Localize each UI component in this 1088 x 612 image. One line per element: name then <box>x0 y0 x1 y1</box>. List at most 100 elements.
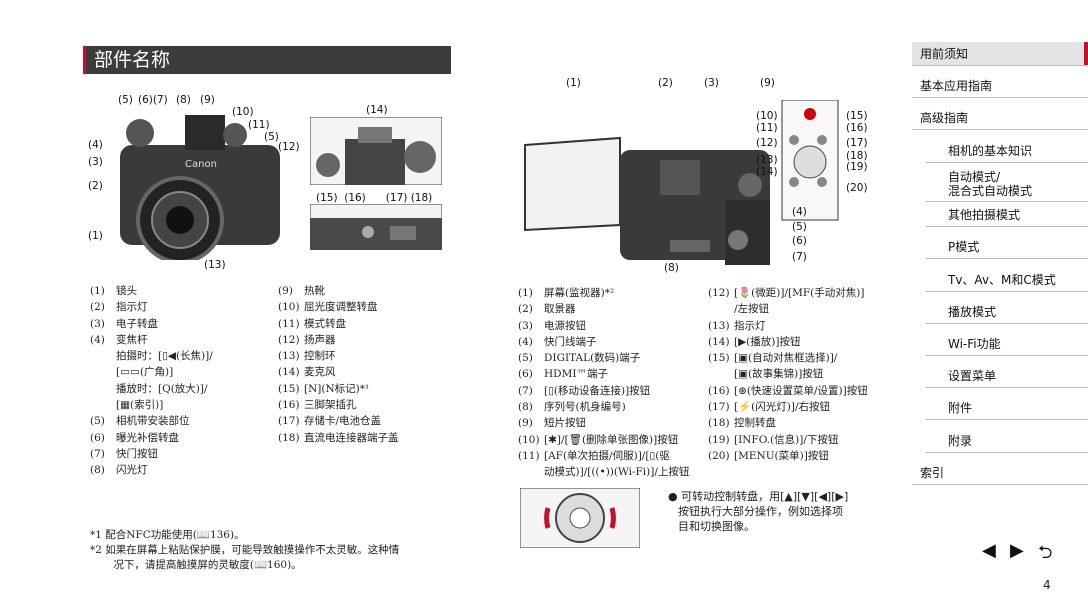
list-item: (8)序列号(机身编号) <box>518 401 626 414</box>
right-list-col1: (1)屏幕(监视器)*² (2)取景器 (3)电源按钮 (4)快门线端子 (5)DIGI… <box>518 285 689 481</box>
back-callout-12: (12) <box>756 137 778 149</box>
list-item: (3)电子转盘 <box>90 317 158 330</box>
footnotes: *1 配合NFC功能使用(📖136)。 *2 如果在屏幕上粘贴保护膜，可能导致触… <box>90 529 400 571</box>
left-list-col2: (9)热靴(10)屈光度调整转盘(11)模式转盘(12)扬声器(13)控制环(1… <box>278 283 399 446</box>
list-item: [▣(故事集锦)]按钮 <box>734 368 824 381</box>
page-title: 部件名称 <box>83 46 451 74</box>
list-item: (2)指示灯 <box>90 301 148 314</box>
sidebar-item-setup-menu[interactable]: 设置菜单 <box>926 364 1088 388</box>
list-item: (5)DIGITAL(数码)端子 <box>518 352 641 365</box>
list-item: (4)变焦杆 <box>90 333 148 346</box>
tip-text: ● 可转动控制转盘，用[▲][▼][◀][▶] 按钮执行大部分操作，例如选择项 … <box>668 490 849 533</box>
front-callout-5a: (5) <box>118 94 133 106</box>
list-item: [▦(索引)] <box>116 399 164 412</box>
back-callout-10: (10) <box>756 110 778 122</box>
list-item: [▭▭(广角)] <box>116 366 174 379</box>
list-item: (6)曝光补偿转盘 <box>90 431 179 444</box>
list-item: (13)控制环 <box>278 350 336 363</box>
next-page-icon[interactable]: ▶ <box>1010 540 1024 561</box>
back-callout-8: (8) <box>664 262 679 274</box>
list-item: (2)取景器 <box>518 303 576 316</box>
back-icon[interactable]: ⮌ <box>1038 542 1053 563</box>
sidebar-item-playback[interactable]: 播放模式 <box>926 300 1088 324</box>
callout-14: (14) <box>366 104 388 116</box>
camera-front-illustration: Canon <box>120 115 280 260</box>
front-callout-10: (10) <box>232 106 254 118</box>
left-list-col1: (1)镜头 (2)指示灯 (3)电子转盘 (4)变焦杆拍摄时：[▯◀(长焦)]/ [▭▭… <box>90 283 213 479</box>
list-item: (16)三脚架插孔 <box>278 399 357 412</box>
front-callout-2: (2) <box>88 180 103 192</box>
list-item: (10)[✱]/[🗑(删除单张图像)]按钮 <box>518 433 679 446</box>
sidebar-item-camera-basics[interactable]: 相机的基本知识 <box>926 139 1088 163</box>
sidebar-item-accessories[interactable]: 附件 <box>926 396 1088 420</box>
list-item: (17)存储卡/电池仓盖 <box>278 415 382 428</box>
list-item: (8)闪光灯 <box>90 464 148 477</box>
callout-15-16-17-18: (15) (16) (17) (18) <box>316 192 433 204</box>
prev-page-icon[interactable]: ◀ <box>982 540 996 561</box>
front-callout-5b: (5) <box>264 131 279 143</box>
list-item: (1)镜头 <box>90 285 137 297</box>
front-callout-1: (1) <box>88 230 103 242</box>
back-callout-17: (17) <box>846 137 868 149</box>
camera-top-detail <box>310 117 442 185</box>
list-item: (4)快门线端子 <box>518 335 597 348</box>
sidebar-item-p-mode[interactable]: P模式 <box>926 235 1088 259</box>
list-item: (10)屈光度调整转盘 <box>278 301 378 314</box>
front-callout-6-7: (6)(7) <box>138 94 168 106</box>
back-callout-3: (3) <box>704 77 719 89</box>
list-item: (12)[🌷(微距)]/[MF(手动对焦)] <box>708 287 865 299</box>
front-callout-9: (9) <box>200 94 215 106</box>
back-callout-5: (5) <box>792 221 807 233</box>
back-callout-1: (1) <box>566 77 581 89</box>
list-item: (15)[N](N标记)*¹ <box>278 382 370 395</box>
sidebar-item-tv-av-m-c[interactable]: Tv、Av、M和C模式 <box>926 268 1088 292</box>
back-callout-9: (9) <box>760 77 775 89</box>
list-item: /左按钮 <box>734 303 770 316</box>
list-item: (6)HDMI™端子 <box>518 368 608 381</box>
back-callout-13: (13) <box>756 154 778 166</box>
right-list-col2: (12)[🌷(微距)]/[MF(手动对焦)]/左按钮(13)指示灯(14)[▶(… <box>708 285 868 464</box>
list-item: (16)[⊛(快速设置菜单/设置)]按钮 <box>708 384 868 397</box>
back-callout-7: (7) <box>792 251 807 263</box>
list-item: (5)相机带安装部位 <box>90 415 190 428</box>
back-callout-11: (11) <box>756 122 778 134</box>
list-item: (1)屏幕(监视器)*² <box>518 287 615 299</box>
sidebar-item-appendix[interactable]: 附录 <box>926 429 1088 453</box>
svg-text:Canon: Canon <box>185 159 217 170</box>
front-callout-13: (13) <box>204 259 226 271</box>
list-item: 拍摄时：[▯◀(长焦)]/ <box>116 350 213 363</box>
list-item: (14)麦克风 <box>278 366 336 379</box>
sidebar-item-basic-guide[interactable]: 基本应用指南 <box>912 74 1088 98</box>
back-callout-6: (6) <box>792 235 807 247</box>
sidebar-item-usage-notes[interactable]: 用前须知 <box>912 42 1088 66</box>
camera-bottom-detail <box>310 204 442 250</box>
list-item: (12)扬声器 <box>278 333 336 346</box>
list-item: 播放时：[Q(放大)]/ <box>116 382 208 395</box>
front-callout-3: (3) <box>88 156 103 168</box>
sidebar-item-wifi[interactable]: Wi-Fi功能 <box>926 332 1088 356</box>
back-callout-18: (18) <box>846 150 868 162</box>
front-callout-4: (4) <box>88 139 103 151</box>
sidebar-nav: 用前须知 基本应用指南 高级指南 相机的基本知识 自动模式/混合式自动模式 其他… <box>912 42 1088 492</box>
list-item: (3)电源按钮 <box>518 319 586 332</box>
back-callout-2: (2) <box>658 77 673 89</box>
list-item: (11)[AF(单次拍摄/伺服)]/[▯(驱 <box>518 449 670 462</box>
list-item: (17)[⚡(闪光灯)]/右按钮 <box>708 401 830 414</box>
list-item: (14)[▶(播放)]按钮 <box>708 335 801 348</box>
list-item: 动模式)]/[((•))(Wi-Fi)]/上按钮 <box>544 466 690 479</box>
list-item: (18)直流电连接器端子盖 <box>278 431 399 444</box>
sidebar-item-other-modes[interactable]: 其他拍摄模式 <box>926 203 1088 227</box>
sidebar-item-advanced-guide[interactable]: 高级指南 <box>912 106 1088 130</box>
list-item: (18)控制转盘 <box>708 417 776 430</box>
list-item: (20)[MENU(菜单)]按钮 <box>708 449 829 462</box>
back-callout-19: (19) <box>846 161 868 173</box>
page-number: 4 <box>1043 578 1051 592</box>
sidebar-item-index[interactable]: 索引 <box>912 461 1088 485</box>
list-item: (15)[▣(自动对焦框选择)]/ <box>708 352 838 365</box>
list-item: (7)快门按钮 <box>90 447 158 460</box>
sidebar-item-auto-mode[interactable]: 自动模式/混合式自动模式 <box>926 166 1088 202</box>
back-callout-20: (20) <box>846 182 868 194</box>
front-callout-8: (8) <box>176 94 191 106</box>
list-item: (9)热靴 <box>278 285 325 297</box>
list-item: (9)短片按钮 <box>518 417 586 430</box>
